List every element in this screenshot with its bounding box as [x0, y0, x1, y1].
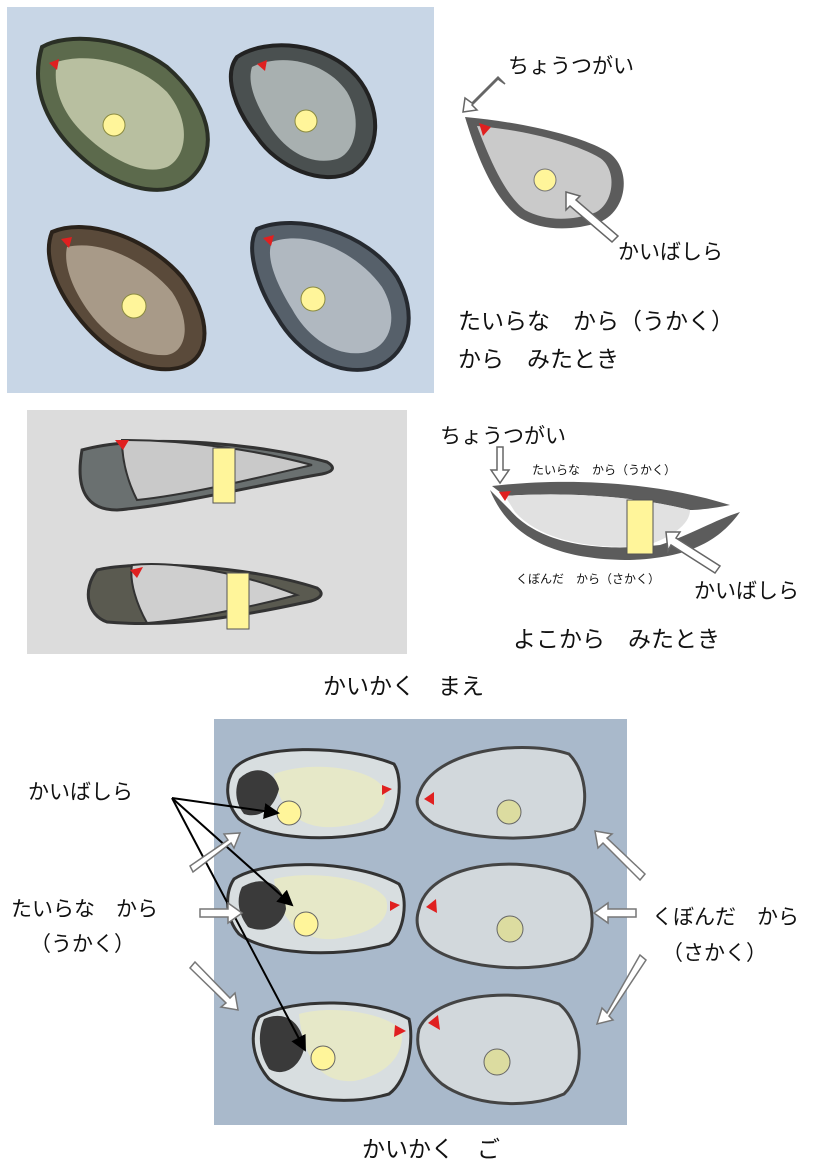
- adductor-muscle-marker: [227, 573, 249, 629]
- hinge-arrow: [463, 77, 505, 112]
- adductor-muscle-marker: [295, 110, 317, 132]
- cupped-shell-label-line2: （さかく）: [662, 937, 767, 967]
- shell-inner-top-view: [477, 126, 611, 219]
- hinge-arrow-side: [491, 447, 509, 483]
- top-photo-panel: [7, 7, 434, 393]
- adductor-muscle-marker: [122, 294, 146, 318]
- adductor-muscle-marker: [301, 287, 325, 311]
- muscle-label: かいばしら: [618, 236, 723, 266]
- adductor-muscle-marker: [497, 800, 521, 824]
- oyster-shell-top-4: [252, 223, 408, 370]
- flat-shell-outline: [492, 482, 730, 510]
- adductor-muscle-marker: [277, 801, 301, 825]
- hinge-label-side: ちょうつがい: [440, 420, 566, 450]
- hinge-label: ちょうつがい: [508, 50, 634, 80]
- cupped-shell-label: くぼんだ から（さかく）: [516, 570, 660, 587]
- opened-oyster-flat-1: [228, 750, 400, 838]
- flat-shell-label: たいらな から（うかく）: [532, 461, 676, 478]
- adductor-muscle-marker: [103, 114, 125, 136]
- opened-oyster-cupped-2: [417, 864, 592, 968]
- oyster-side-view-1: [80, 440, 332, 510]
- hinge-marker: [479, 123, 491, 136]
- cupped-shell-label-line1: くぼんだ から: [652, 901, 799, 931]
- cupped-shell-outline: [490, 490, 740, 560]
- adductor-muscle-marker: [534, 169, 556, 191]
- adductor-muscle-marker: [497, 916, 523, 942]
- muscle-label-after: かいばしら: [28, 776, 133, 806]
- shell-outline-top-view: [465, 117, 624, 228]
- adductor-muscle-marker: [294, 912, 318, 936]
- side-photo-panel: [27, 410, 407, 654]
- view-caption-line2: から みたとき: [458, 340, 619, 374]
- muscle-label-side: かいばしら: [694, 575, 799, 605]
- oyster-shell-top-1: [38, 39, 208, 190]
- muscle-arrow: [566, 192, 618, 242]
- after-shucking-caption: かいかく ご: [362, 1130, 500, 1164]
- view-caption-line1: たいらな から（うかく）: [458, 302, 734, 336]
- adductor-muscle-marker: [484, 1049, 510, 1075]
- top-oyster-photos: [7, 7, 434, 393]
- opened-oyster-cupped-1: [417, 747, 585, 838]
- shell-interior-side: [505, 494, 690, 546]
- flat-shell-label-line1: たいらな から: [11, 893, 158, 923]
- oyster-side-view-2: [88, 564, 321, 623]
- opened-oyster-flat-2: [228, 865, 405, 953]
- adductor-muscle-marker: [627, 500, 653, 554]
- hinge-marker: [499, 491, 511, 501]
- adductor-muscle-marker: [213, 448, 235, 503]
- flat-shell-label-line2: （うかく）: [30, 928, 135, 958]
- side-view-caption: よこから みたとき: [513, 620, 720, 654]
- adductor-muscle-marker: [311, 1046, 335, 1070]
- before-shucking-caption: かいかく まえ: [323, 667, 484, 701]
- side-oyster-photos: [27, 410, 407, 654]
- after-photo-panel: [214, 719, 627, 1125]
- muscle-arrow-side: [666, 532, 720, 573]
- opened-oyster-photos: [214, 719, 627, 1125]
